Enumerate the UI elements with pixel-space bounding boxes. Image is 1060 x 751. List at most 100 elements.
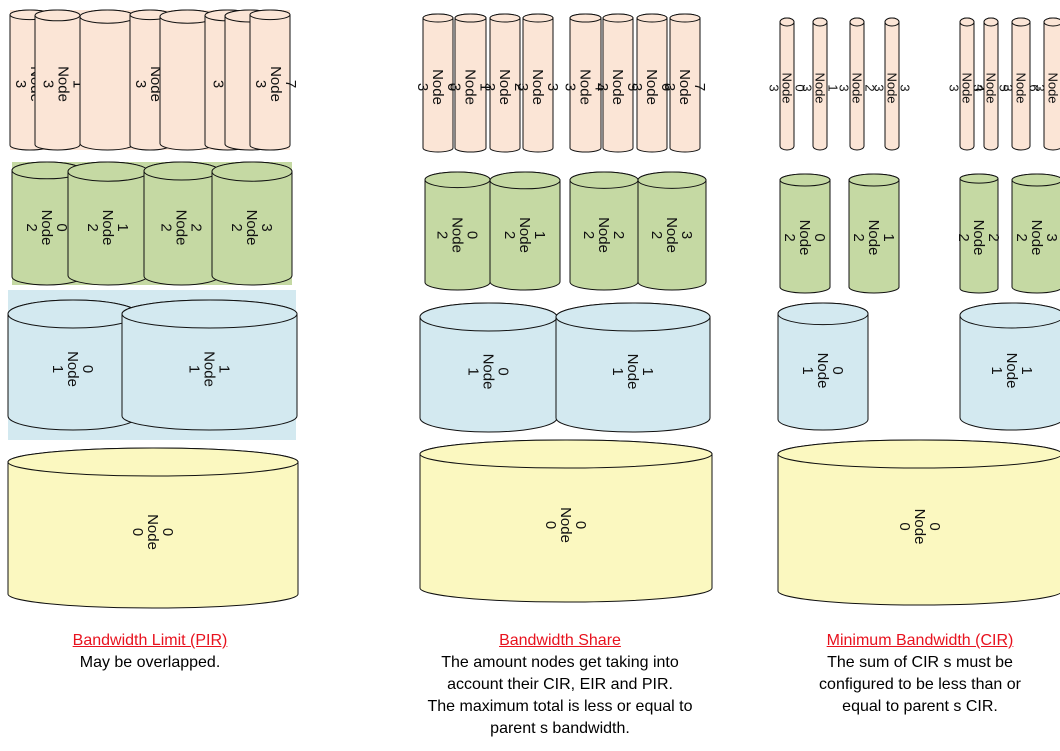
node-3-cylinder-top xyxy=(779,17,795,27)
node-2-cylinder xyxy=(143,161,220,286)
node-3-cylinder-top xyxy=(79,9,136,24)
node-2-label: 0Node2 xyxy=(23,210,70,246)
node-1-cylinder-top xyxy=(777,302,869,326)
node-3-cylinder xyxy=(636,13,668,153)
node-1-cylinder-top xyxy=(555,302,711,332)
node-3-cylinder xyxy=(1043,17,1060,151)
caption-line: configured to be less than or xyxy=(819,676,1021,693)
node-3-cylinder-top xyxy=(34,9,81,22)
node-3-cylinder-top xyxy=(422,13,454,23)
node-0-cylinder xyxy=(777,439,1060,606)
node-3-cylinder xyxy=(602,13,634,153)
node-3-label: 0Node3 xyxy=(766,72,807,103)
node-2-label: 1Node2 xyxy=(501,217,548,253)
node-3-cylinder xyxy=(422,13,454,153)
node-3-cylinder-top xyxy=(249,9,291,21)
node-3-cylinder xyxy=(669,13,701,153)
node-3-cylinder xyxy=(849,17,865,151)
caption-bandwidth-limit: Bandwidth Limit (PIR) May be overlapped. xyxy=(20,630,280,674)
node-2-cylinder-top xyxy=(67,161,149,182)
caption-title: Minimum Bandwidth (CIR) xyxy=(826,632,1014,649)
node-2-cylinder xyxy=(1011,173,1060,294)
node-2-cylinder-top xyxy=(848,173,900,187)
node-2-cylinder xyxy=(424,171,491,291)
node-1-cylinder xyxy=(419,302,558,433)
node-3-label: 6Node3 xyxy=(628,69,675,105)
node-0-cylinder xyxy=(7,447,299,609)
node-0-cylinder-top xyxy=(7,447,299,477)
node-1-cylinder xyxy=(777,302,869,431)
caption-line: parent s bandwidth. xyxy=(490,720,630,737)
node-2-label: 2Node2 xyxy=(157,210,204,246)
node-3-label: 5Node3 xyxy=(970,72,1011,103)
node-3-cylinder xyxy=(249,9,291,151)
node-1-cylinder xyxy=(959,302,1060,431)
node-3-cylinder xyxy=(779,17,795,151)
node-2-label: 2Node2 xyxy=(955,220,1002,256)
node-2-label: 2Node2 xyxy=(580,217,627,253)
node-3-cylinder-top xyxy=(522,13,554,23)
node-3-label: 4Node3 xyxy=(561,69,608,105)
node-3-label: 7Node3 xyxy=(1032,72,1060,103)
node-3-cylinder-top xyxy=(1043,17,1060,27)
node-3-cylinder xyxy=(959,17,975,151)
node-3-cylinder-top xyxy=(849,17,865,27)
node-3-label: 3Node3 xyxy=(514,69,561,105)
node-2-label: 3Node2 xyxy=(1013,220,1060,256)
node-1-cylinder-top xyxy=(419,302,558,332)
node-2-cylinder xyxy=(848,173,900,294)
node-3-label: 1Node3 xyxy=(799,72,840,103)
node-3-cylinder-top xyxy=(812,17,828,27)
node-2-label: 0Node2 xyxy=(781,220,828,256)
node-3-label: 2Node3 xyxy=(836,72,877,103)
node-3-cylinder-top xyxy=(454,13,487,23)
node-3-cylinder-top xyxy=(983,17,999,27)
node-1-cylinder xyxy=(555,302,711,433)
node-2-cylinder-top xyxy=(1011,173,1060,187)
node-2-cylinder-top xyxy=(959,173,999,184)
node-1-label: 0Node1 xyxy=(49,351,96,387)
node-2-cylinder-top xyxy=(637,171,707,189)
node-2-cylinder xyxy=(67,161,149,286)
node-3-cylinder xyxy=(1011,17,1031,151)
node-3-cylinder-top xyxy=(959,17,975,27)
node-2-cylinder-top xyxy=(779,173,831,187)
node-2-cylinder-top xyxy=(211,161,293,182)
node-3-cylinder-top xyxy=(636,13,668,23)
node-1-cylinder-top xyxy=(7,299,139,329)
node-2-cylinder xyxy=(211,161,293,286)
caption-line: The maximum total is less or equal to xyxy=(427,698,693,715)
caption-line: May be overlapped. xyxy=(79,654,221,671)
node-1-label: 0Node1 xyxy=(799,353,846,389)
node-3-cylinder-top xyxy=(602,13,634,23)
node-3-label: 5Node3 xyxy=(594,69,641,105)
node-2-label: 3Node2 xyxy=(228,210,275,246)
node-1-cylinder-top xyxy=(121,299,298,329)
node-3-cylinder xyxy=(489,13,521,153)
node-2-cylinder xyxy=(637,171,707,291)
node-3-label: 3Node3 xyxy=(871,72,912,103)
node-3-cylinder xyxy=(159,9,216,151)
node-0-cylinder-top xyxy=(777,439,1060,469)
node-2-cylinder-top xyxy=(569,171,639,189)
node-2-cylinder xyxy=(779,173,831,294)
caption-minimum-bandwidth: Minimum Bandwidth (CIR) The sum of CIR s… xyxy=(775,630,1060,718)
node-3-label: 7Node3 xyxy=(252,66,299,102)
node-1-label: 1Node1 xyxy=(185,351,232,387)
node-3-cylinder xyxy=(522,13,554,153)
node-3-cylinder xyxy=(454,13,487,153)
node-3-cylinder xyxy=(812,17,828,151)
caption-line: The amount nodes get taking into xyxy=(441,654,679,671)
node-3-cylinder-top xyxy=(569,13,602,23)
node-3-label: 1Node3 xyxy=(39,66,86,102)
node-1-label: 1Node1 xyxy=(988,353,1035,389)
node-3-label: 4Node3 xyxy=(946,72,987,103)
node-2-label: 1Node2 xyxy=(84,210,131,246)
node-1-cylinder xyxy=(121,299,298,431)
node-2-cylinder xyxy=(489,171,561,291)
node-2-cylinder xyxy=(959,173,999,294)
node-0-cylinder-top xyxy=(419,439,713,469)
